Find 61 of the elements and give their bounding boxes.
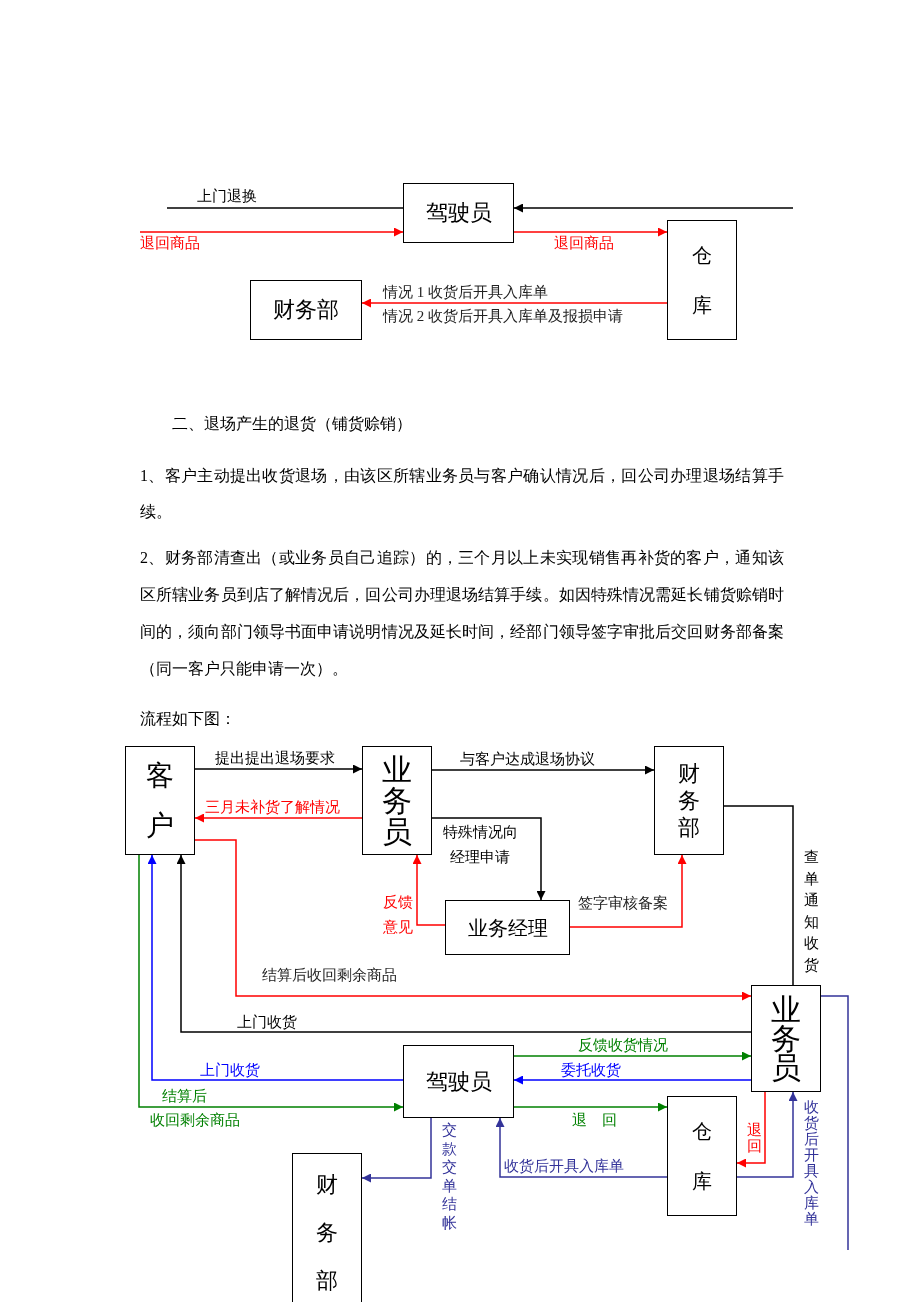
intro-text: 流程如下图： — [140, 710, 236, 728]
edge-label: 收货后开具入库单 — [504, 1157, 624, 1175]
process-box: 财务部 — [654, 746, 724, 855]
process-box: 业务员 — [751, 985, 821, 1092]
process-box: 业务员 — [362, 746, 432, 855]
edge-label: 提出提出退场要求 — [215, 749, 335, 767]
edge-label: 委托收货 — [561, 1061, 621, 1079]
edge-label: 上门收货 — [237, 1013, 297, 1031]
process-box: 客户 — [125, 746, 195, 855]
arrow — [736, 1091, 798, 1178]
arrow — [736, 1091, 766, 1168]
arrow — [194, 839, 752, 1001]
arrow — [139, 227, 404, 237]
process-box: 财务部 — [250, 280, 362, 340]
connector-line — [166, 207, 404, 209]
edge-label: 反馈收货情况 — [578, 1036, 668, 1054]
arrow — [513, 1102, 668, 1112]
arrow — [412, 854, 446, 926]
edge-label: 结算后收回剩余商品 — [262, 966, 397, 984]
arrow — [513, 227, 668, 237]
paragraph: 2、财务部清查出（或业务员自己追踪）的，三个月以上未实现销售再补货的客户，通知该区所辖业务员到店了解情况后，回公司办理退场结算手续。如因特殊情况需延长铺货赊销时间的，须向部门领导书面申请说明情况及延长时间，经部门领导签字审批后交回财务部备案（同一客户只能申请一次）。 — [140, 548, 784, 679]
edge-label: 退回 — [746, 1122, 762, 1154]
connector-line — [723, 805, 794, 986]
process-box: 驾驶员 — [403, 1045, 514, 1118]
edge-label: 退 回 — [572, 1111, 617, 1129]
process-box: 仓库 — [667, 220, 737, 340]
edge-label: 情况 1 收货后开具入库单 — [383, 283, 548, 301]
section-heading: 二、退场产生的退货（铺货赊销） — [172, 415, 412, 433]
note-text: 情况 2 收货后开具入库单及报损申请 — [383, 307, 623, 325]
process-box: 驾驶员 — [403, 183, 514, 243]
arrow — [513, 1075, 752, 1085]
arrow — [513, 203, 794, 213]
connector-line — [820, 995, 849, 1251]
edge-label: 三月未补货了解情况 — [205, 798, 340, 816]
edge-label: 与客户达成退场协议 — [460, 750, 595, 768]
edge-label: 退回商品 — [554, 234, 614, 252]
process-box: 财务部 — [292, 1153, 362, 1302]
arrow — [431, 765, 655, 775]
arrow — [194, 813, 363, 823]
process-box: 业务经理 — [445, 900, 570, 955]
edge-label: 查单通知收货 — [803, 848, 819, 975]
arrow — [194, 764, 363, 774]
edge-label: 签字审核备案 — [578, 894, 668, 912]
edge-label: 交款交单结帐 — [441, 1121, 457, 1232]
note-text: 收回剩余商品 — [150, 1111, 240, 1129]
arrow — [361, 1117, 432, 1183]
edge-label: 上门收货 — [200, 1061, 260, 1079]
edge-label: 结算后 — [162, 1087, 207, 1105]
edge-label: 收货后开具入库单 — [803, 1099, 819, 1227]
arrow — [495, 1117, 668, 1178]
process-box: 仓库 — [667, 1096, 737, 1216]
paragraph: 1、客户主动提出收货退场，由该区所辖业务员与客户确认情况后，回公司办理退场结算手续。 — [140, 466, 784, 522]
edge-label: 退回商品 — [140, 234, 200, 252]
arrow — [569, 854, 687, 928]
arrow — [361, 298, 668, 308]
edge-label: 反馈意见 — [382, 893, 413, 937]
arrow — [513, 1051, 752, 1061]
edge-label: 上门退换 — [197, 187, 257, 205]
edge-label: 特殊情况向经理申请 — [441, 823, 519, 867]
arrow — [431, 817, 546, 901]
arrow — [176, 854, 752, 1033]
